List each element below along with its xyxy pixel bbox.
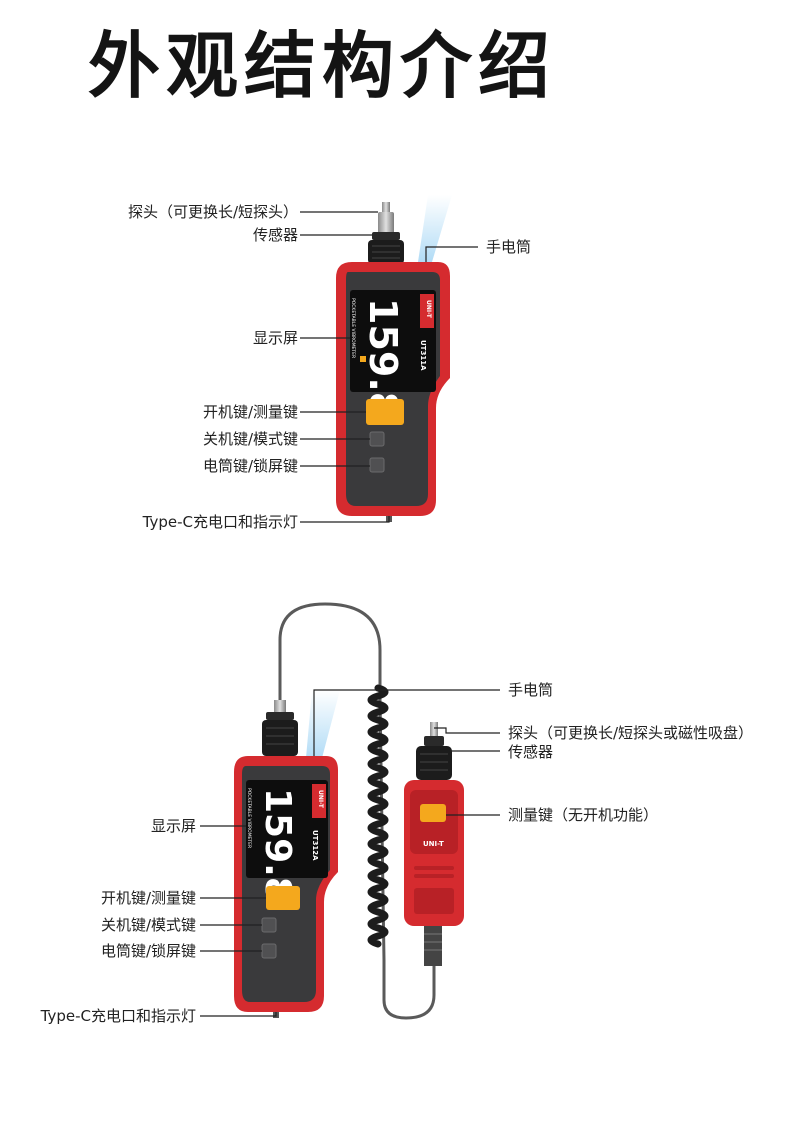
power-measure-button[interactable] [366,399,404,425]
label-typec-top: Type-C充电口和指示灯 [142,513,298,531]
display-screen [350,290,436,392]
leaders-bottom [200,689,500,1017]
model-label: UT311A [419,340,427,371]
label-display-top: 显示屏 [252,329,298,347]
label-sensor-bottom: 传感器 [508,743,554,761]
probe-brand: UNI-T [423,840,444,848]
label-flashlight-bottom: 手电筒 [508,681,554,699]
measure-key[interactable] [420,804,446,822]
model-label: UT312A [311,830,319,861]
power-measure-button[interactable] [266,886,300,910]
external-probe: UNI-T [404,722,464,966]
probe-bottom-main [262,700,298,756]
label-light-lock-bottom: 电筒键/锁屏键 [100,942,196,960]
coiled-cable [367,684,389,948]
label-power-measure-top: 开机键/测量键 [202,403,298,421]
off-mode-button[interactable] [369,431,385,447]
side-text: POCKETABLE VIBROMETER [350,298,356,358]
display-screen [246,780,328,878]
label-power-measure-bottom: 开机键/测量键 [100,889,196,907]
brand-logo: UNI-T [317,790,324,809]
label-display-bottom: 显示屏 [150,817,196,835]
brand-logo: UNI-T [425,300,432,319]
label-measure-key: 测量键（无开机功能） [508,806,659,824]
cable-upper [278,602,382,705]
side-text: POCKETABLE VIBROMETER [246,788,252,848]
device-top: UNI-T 159.8 UT311A POCKETABLE VIBROMETER [336,195,452,522]
off-mode-button[interactable] [261,917,277,933]
flashlight-beam [418,195,452,262]
label-light-lock-top: 电筒键/锁屏键 [202,457,298,475]
label-flashlight-top: 手电筒 [486,238,532,256]
light-lock-button[interactable] [369,457,385,473]
device-bottom: UNI-T 159.8 UT312A POCKETABLE VIBROMETER [234,690,340,1018]
cable-lower [378,699,436,1020]
label-off-mode-top: 关机键/模式键 [202,430,298,448]
leaders-top [300,211,478,523]
label-off-mode-bottom: 关机键/模式键 [100,916,196,934]
reading-value: 159.8 [257,788,298,902]
label-probe-bottom: 探头（可更换长/短探头或磁性吸盘） [508,724,754,742]
probe-top [368,202,404,264]
label-probe-top: 探头（可更换长/短探头） [127,203,298,221]
flashlight-beam [306,690,340,758]
reading-value: 159.8 [361,298,405,418]
label-typec-bottom: Type-C充电口和指示灯 [40,1007,196,1025]
light-lock-button[interactable] [261,943,277,959]
label-sensor-top: 传感器 [252,226,298,244]
page-title: 外观结构介绍 [88,24,557,108]
